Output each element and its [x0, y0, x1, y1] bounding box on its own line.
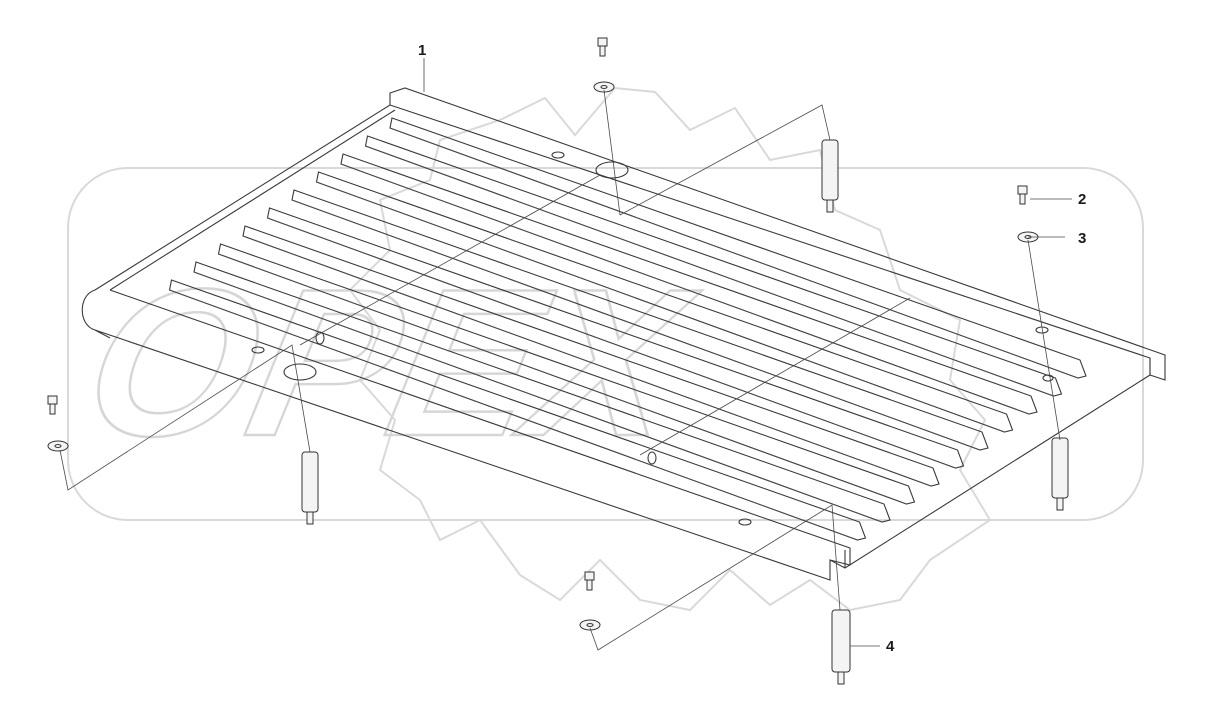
bolt	[1017, 185, 1028, 205]
callout-1: 1	[418, 42, 426, 59]
callouts: 1 2 3 4	[418, 42, 1086, 655]
watermark-frame	[67, 167, 1144, 521]
washer	[47, 440, 69, 452]
grille-slat-edge	[365, 145, 1054, 397]
bolt	[584, 571, 595, 591]
grille-slat	[340, 153, 1038, 415]
panel-slot	[315, 331, 325, 345]
fasteners	[47, 37, 1069, 685]
grille-slat-edge	[389, 127, 1079, 379]
panel-hole	[595, 161, 629, 179]
callout-2: 2	[1078, 191, 1086, 208]
grille-slat	[168, 279, 867, 541]
panel-hole	[283, 363, 317, 381]
grille-slat-edge	[267, 217, 956, 469]
panel-outline	[81, 104, 1151, 581]
spacer	[831, 609, 851, 685]
panel-slot	[647, 451, 657, 465]
grille-rod	[299, 174, 911, 456]
callout-4: 4	[886, 638, 895, 655]
grille-slat	[364, 135, 1063, 397]
assembly-lines	[59, 89, 1065, 651]
grille-slat	[315, 171, 1014, 433]
grille-slat	[389, 117, 1087, 379]
panel-right-edge	[844, 358, 1151, 568]
panel-slot	[251, 346, 265, 354]
callout-3: 3	[1078, 230, 1086, 247]
grille-slats	[168, 117, 1087, 541]
panel-top-flange	[389, 87, 1166, 381]
panel-front-lip	[109, 109, 851, 566]
grille-slat-edge	[316, 181, 1005, 433]
spacer	[1051, 437, 1069, 511]
grille-slat	[193, 261, 891, 523]
watermark-logo: OPEX	[67, 86, 1144, 612]
spacer	[301, 451, 319, 525]
grille-slat	[266, 207, 965, 469]
grille-slat-edge	[169, 289, 858, 541]
spacer	[821, 139, 839, 213]
panel-slot	[1042, 374, 1054, 382]
grille-slat-edge	[291, 199, 981, 451]
watermark-text: OPEX	[68, 245, 713, 479]
watermark-gear	[348, 86, 992, 612]
grille-slat-edge	[218, 253, 907, 505]
grille-slat	[242, 225, 940, 487]
grille-slat-edge	[242, 235, 932, 487]
washer	[579, 619, 601, 631]
panel-slot	[738, 518, 752, 526]
panel-slot	[551, 151, 565, 159]
grille-slat	[217, 243, 916, 505]
grille-slat-edge	[193, 271, 883, 523]
bolt	[597, 37, 608, 57]
bolt	[47, 395, 58, 415]
grille-panel	[81, 87, 1166, 581]
grille-slat	[291, 189, 989, 451]
grille-slat-edge	[340, 163, 1030, 415]
